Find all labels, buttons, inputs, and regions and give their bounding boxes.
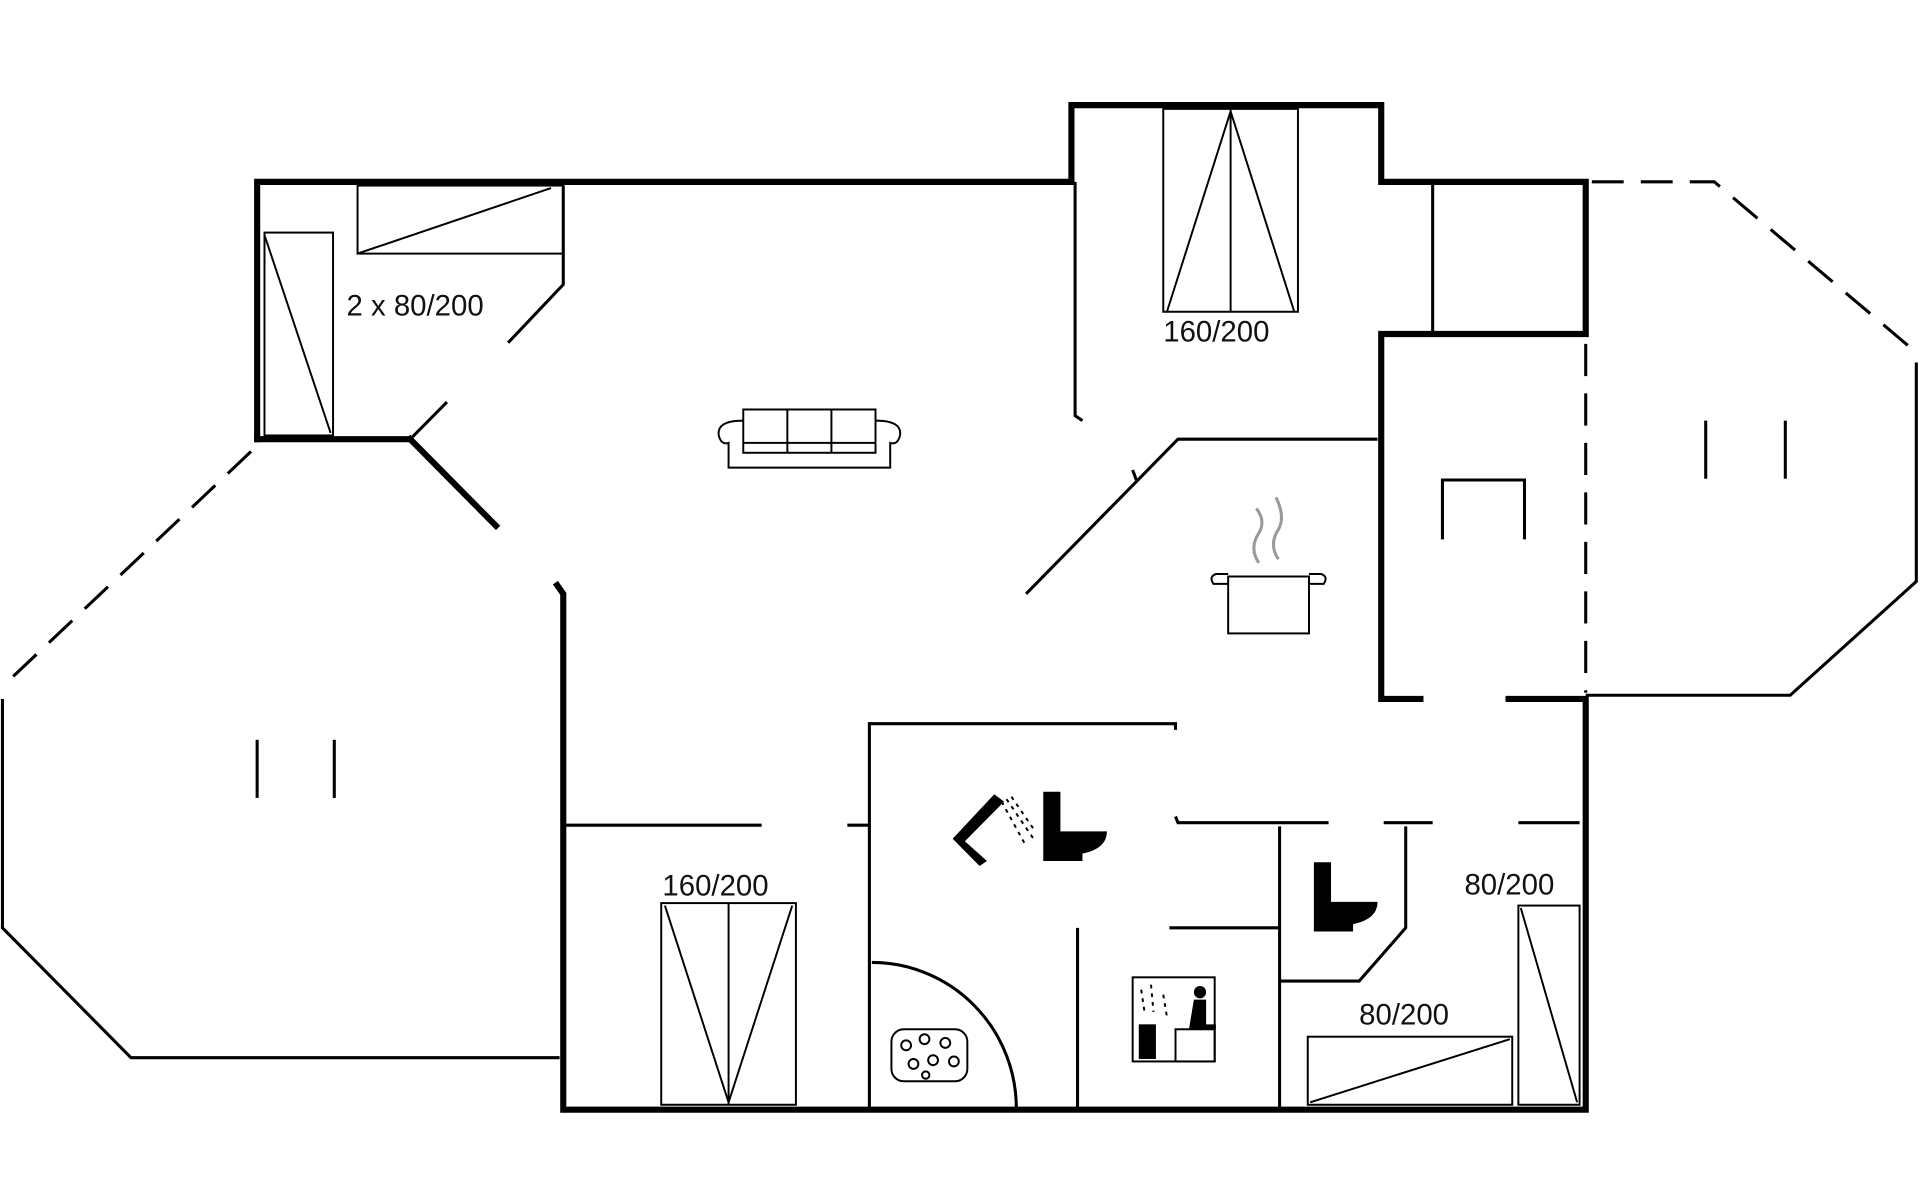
whirlpool-icon [890,1028,969,1083]
cooking-pot-icon [1210,496,1327,635]
bed-size-label: 160/200 [662,870,768,903]
bed-size-label: 160/200 [1163,315,1269,348]
terrace-outlines [0,180,1918,1060]
exterior-walls [254,102,1589,1113]
fireplace-icon [1440,478,1527,540]
terrace-marker-icon [255,420,1787,798]
shower-icon [952,794,1035,866]
bed-top-center: 160/200 [1162,107,1299,348]
bed-size-label: 80/200 [1464,868,1554,901]
sofa-icon [717,408,902,469]
bed-bottom-left: 160/200 [660,870,797,1106]
bed-bottom-right: 80/200 80/200 [1306,868,1581,1106]
toilet-icon [1043,791,1107,862]
bed-top-left: 2 x 80/200 [263,184,565,437]
beds: 2 x 80/200 160/200 160/200 80/200 80/200 [263,107,1581,1106]
bed-size-label: 2 x 80/200 [347,289,484,322]
sauna-icon [1131,976,1216,1063]
interior-walls [409,181,1580,1110]
bed-size-label: 80/200 [1359,998,1449,1031]
toilet-icon [1313,862,1378,932]
